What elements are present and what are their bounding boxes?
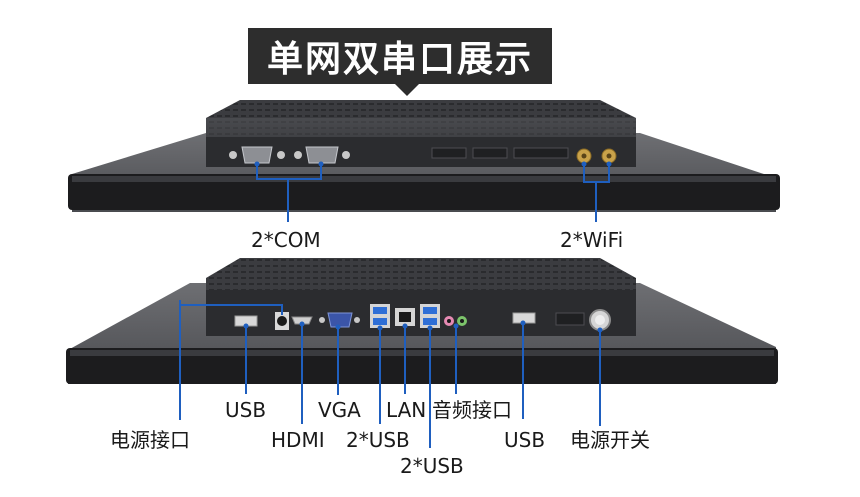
audio-jacks — [444, 316, 467, 326]
label-com: 2*COM — [251, 228, 321, 252]
wifi-antenna-2 — [601, 148, 617, 164]
usb-stack-1 — [370, 304, 390, 328]
power-switch — [589, 309, 611, 331]
label-vga: VGA — [318, 398, 361, 422]
lan-port — [395, 308, 415, 326]
label-power-port: 电源接口 — [110, 428, 190, 452]
wifi-antenna-1 — [576, 148, 592, 164]
label-lan: LAN — [386, 398, 427, 422]
banner-title: 单网双串口展示 — [248, 28, 552, 84]
usb-stack-2 — [420, 304, 440, 328]
com-port-2 — [294, 146, 350, 164]
label-power-switch: 电源开关 — [570, 428, 650, 452]
top-device — [68, 100, 780, 222]
label-usb-pair-1: 2*USB — [346, 428, 410, 452]
hdmi-port — [291, 316, 313, 325]
vga-port — [319, 312, 360, 328]
label-usb-left: USB — [225, 398, 267, 422]
label-wifi: 2*WiFi — [560, 228, 624, 252]
label-audio: 音频接口 — [432, 398, 512, 422]
bottom-device — [66, 258, 778, 448]
power-jack — [275, 312, 289, 330]
com-port-1 — [229, 146, 285, 164]
callout-lines-top — [256, 164, 610, 222]
callout-lines-bottom — [179, 300, 601, 448]
label-usb-pair-2: 2*USB — [400, 454, 464, 478]
label-hdmi: HDMI — [271, 428, 325, 452]
banner-pointer — [395, 84, 419, 96]
label-usb-right: USB — [504, 428, 546, 452]
